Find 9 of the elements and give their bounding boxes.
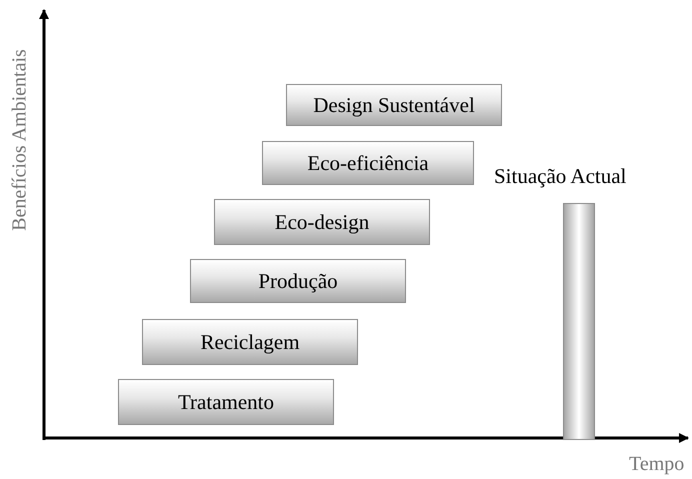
bar-label: Situação Actual [494, 164, 626, 189]
axis-title: Benefícios Ambientais [8, 49, 32, 231]
stage-box: Produção [190, 259, 406, 303]
stage-box: Eco-design [214, 199, 430, 245]
stage-box: Reciclagem [142, 319, 358, 365]
stage-box: Eco-eficiência [262, 141, 474, 185]
stage-box: Tratamento [118, 379, 334, 425]
stage-box: Design Sustentável [286, 84, 502, 126]
axis-title: Tempo [629, 453, 684, 476]
